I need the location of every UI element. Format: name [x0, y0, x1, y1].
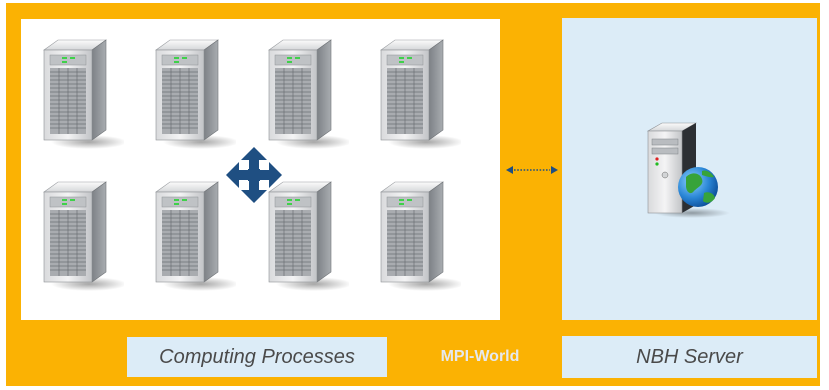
server-tower-icon: [155, 181, 236, 292]
server-tower-icon: [43, 181, 124, 292]
server-tower-icon: [268, 39, 349, 150]
server-tower-icon: [43, 39, 124, 150]
web-server-globe-icon: [646, 122, 730, 218]
four-way-arrow-icon: [226, 147, 282, 203]
bidirectional-dotted-arrow-icon: [506, 166, 558, 174]
server-tower-icon: [380, 39, 461, 150]
server-tower-icon: [155, 39, 236, 150]
mpi-world-label: MPI-World: [440, 348, 520, 365]
nbh-server-caption: NBH Server: [562, 336, 817, 378]
server-tower-icon: [380, 181, 461, 292]
computing-processes-caption: Computing Processes: [127, 337, 387, 377]
